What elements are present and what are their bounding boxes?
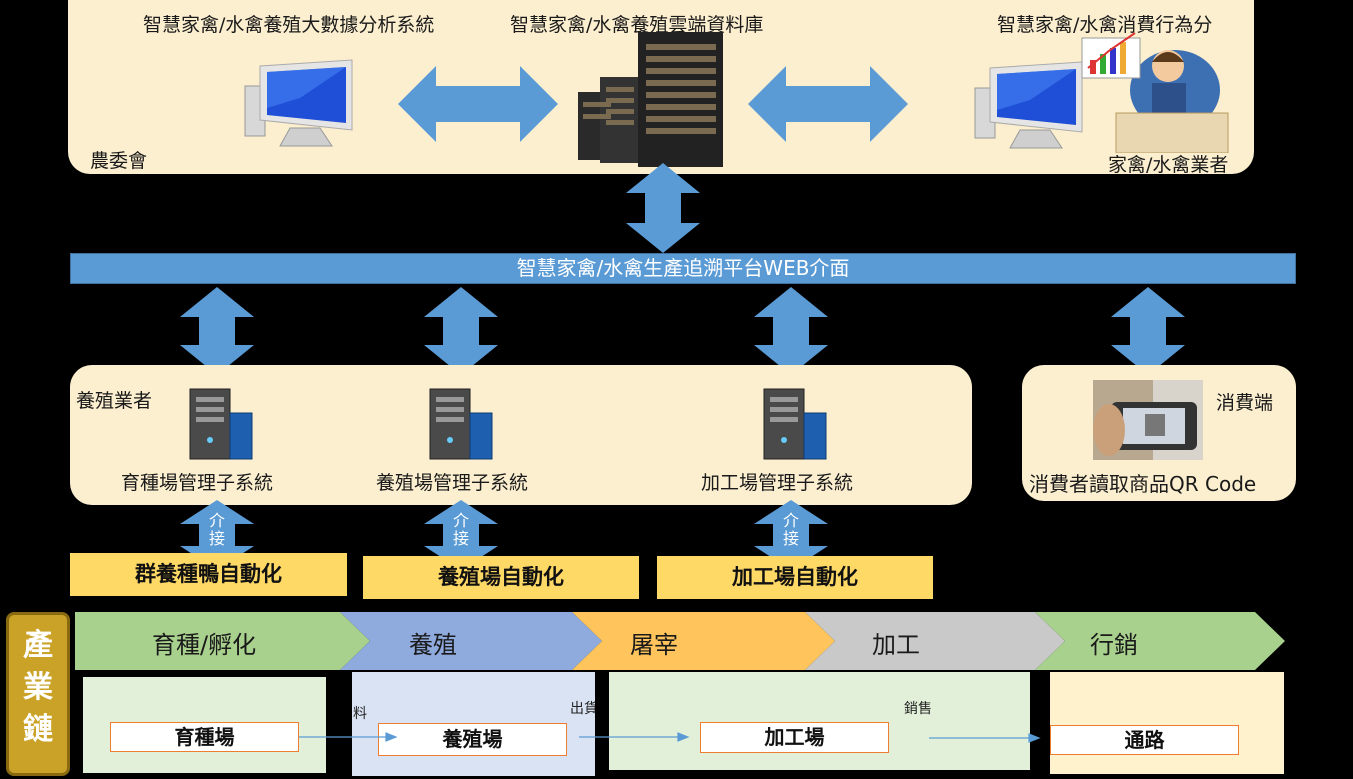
double-arrow-icon [1111, 287, 1185, 375]
farm-automation: 養殖場自動化 [363, 556, 639, 599]
flow-label-sales: 銷售 [904, 701, 932, 717]
site-bg-channel [1050, 672, 1284, 774]
stage-chevron-5 [1035, 612, 1285, 670]
web-interface-bar: 智慧家禽/水禽生產追溯平台WEB介面 [70, 253, 1296, 284]
double-arrow-icon [398, 66, 558, 142]
server-tower-icon [189, 388, 253, 460]
stage-chevron-2 [340, 612, 602, 670]
flow-label-feed: 料 [353, 706, 367, 722]
stage-chevron-1 [75, 612, 370, 670]
stage-chevron-4 [805, 612, 1065, 670]
site-farming-farm: 養殖場 [378, 723, 567, 756]
consumer-qr-caption: 消費者讀取商品QR Code [1029, 472, 1257, 496]
farming-subsystem-label: 養殖場管理子系統 [376, 472, 529, 494]
stage-farming: 養殖 [409, 631, 457, 659]
double-arrow-icon [748, 66, 908, 142]
industry-operator-label: 家禽/水禽業者 [1108, 154, 1229, 176]
double-arrow-icon [424, 287, 498, 375]
stage-processing: 加工 [872, 631, 920, 659]
interface-label: 介接 [208, 511, 225, 548]
breeding-subsystem-label: 育種場管理子系統 [121, 472, 274, 494]
farmer-label: 養殖業者 [76, 390, 153, 412]
analysis-system-title: 智慧家禽/水禽養殖大數據分析系統 [143, 14, 435, 36]
cloud-database-title: 智慧家禽/水禽養殖雲端資料庫 [510, 14, 764, 36]
flow-label-shipping: 出貨 [570, 701, 595, 717]
phone-qr-icon [1093, 380, 1203, 460]
interface-label: 介接 [452, 511, 469, 548]
double-arrow-icon [626, 163, 700, 253]
server-rack-icon [578, 32, 723, 167]
stage-slaughter: 屠宰 [630, 631, 678, 659]
interface-label: 介接 [782, 511, 799, 548]
industry-chain-label: 產業鏈 [6, 612, 70, 776]
double-arrow-icon [754, 500, 828, 570]
monitor-icon [974, 61, 1083, 149]
site-processing-plant: 加工場 [700, 722, 889, 753]
consumer-behavior-title: 智慧家禽/水禽消費行為分 [997, 14, 1213, 36]
stage-marketing: 行銷 [1090, 631, 1138, 659]
double-arrow-icon [180, 287, 254, 375]
consumer-label: 消費端 [1216, 392, 1274, 414]
server-tower-icon [763, 388, 827, 460]
breeding-duck-automation: 群養種鴨自動化 [70, 553, 347, 596]
processing-automation: 加工場自動化 [657, 556, 933, 599]
double-arrow-icon [180, 500, 254, 570]
stage-chevron-3 [572, 612, 835, 670]
server-tower-icon [429, 388, 493, 460]
processing-subsystem-label: 加工場管理子系統 [701, 472, 854, 494]
stage-breeding: 育種/孵化 [152, 631, 257, 659]
site-breeding-farm: 育種場 [110, 722, 299, 752]
coa-label: 農委會 [90, 150, 148, 172]
site-bg-processing [609, 672, 1030, 770]
double-arrow-icon [754, 287, 828, 375]
monitor-icon [244, 59, 353, 147]
site-channel: 通路 [1050, 725, 1239, 755]
presenter-icon [1081, 32, 1229, 153]
double-arrow-icon [424, 500, 498, 570]
stage-chevrons [75, 612, 1285, 670]
